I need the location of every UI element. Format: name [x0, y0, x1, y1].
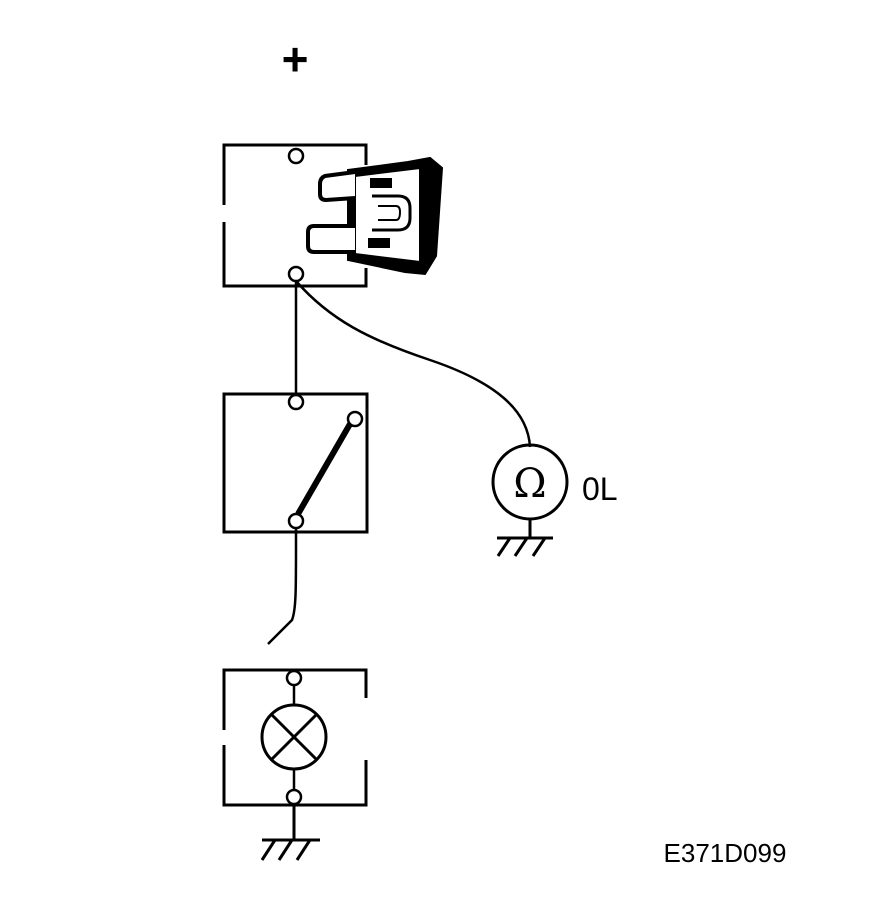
switch-box	[222, 392, 369, 534]
fuse-box	[222, 143, 368, 288]
switch-top-terminal	[287, 393, 305, 411]
figure-code: E371D099	[664, 838, 787, 868]
lamp-icon	[260, 703, 328, 771]
fuse-top-terminal	[287, 147, 305, 165]
ground-icon	[260, 804, 320, 861]
lamp-top-terminal	[285, 669, 303, 687]
meter-reading: 0L	[582, 471, 618, 507]
switch-pivot-terminal	[346, 410, 364, 428]
switch-bottom-terminal	[287, 512, 305, 530]
ohm-symbol: Ω	[513, 461, 546, 507]
meter-probe-lead	[295, 280, 532, 448]
fuse-bottom-terminal	[287, 265, 305, 283]
lamp-bottom-terminal	[285, 788, 303, 806]
open-wire	[267, 528, 298, 645]
ground-icon	[496, 519, 553, 557]
fuse-icon	[306, 156, 444, 276]
switch-icon	[295, 422, 353, 516]
positive-terminal-label: +	[282, 33, 309, 85]
